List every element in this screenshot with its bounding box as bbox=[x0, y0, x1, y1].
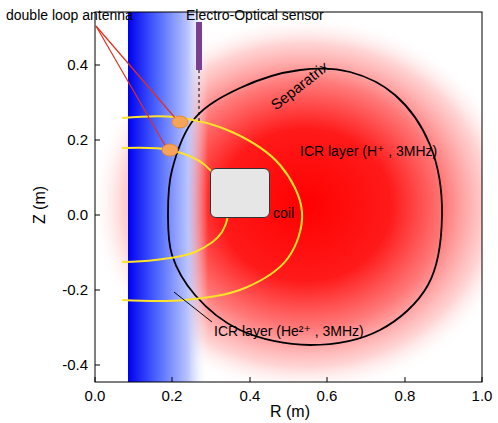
tick-label: -0.4 bbox=[62, 357, 88, 374]
antenna-leader bbox=[96, 26, 176, 119]
tick bbox=[172, 377, 173, 382]
icr-layer-h bbox=[122, 116, 302, 301]
tick-label: 0.2 bbox=[162, 388, 183, 405]
callout-label: double loop antenna bbox=[6, 8, 133, 23]
tick-label: 0.8 bbox=[395, 388, 416, 405]
antenna-loop bbox=[162, 144, 178, 156]
sensor-line bbox=[199, 70, 200, 122]
axis-title: Z (m) bbox=[31, 186, 49, 224]
tick bbox=[250, 377, 251, 382]
node-label: coil bbox=[273, 206, 294, 221]
tick bbox=[405, 377, 406, 382]
tick bbox=[95, 290, 100, 291]
sensor-probe bbox=[196, 22, 202, 70]
callout-label: Electro-Optical sensor bbox=[186, 8, 324, 23]
layer-label: ICR layer (H⁺ , 3MHz) bbox=[300, 144, 437, 159]
tick-label: 1.0 bbox=[472, 388, 493, 405]
tick-label: 0.4 bbox=[240, 388, 261, 405]
plot-frame bbox=[95, 12, 482, 382]
tick-label: 0.0 bbox=[67, 207, 88, 224]
coil-box: coil bbox=[210, 168, 270, 218]
axis-title: R (m) bbox=[270, 403, 310, 421]
tick bbox=[95, 365, 100, 366]
tick bbox=[95, 65, 100, 66]
tick-label: 0.6 bbox=[317, 388, 338, 405]
antenna-loop bbox=[172, 116, 188, 128]
tick-label: 0.2 bbox=[67, 132, 88, 149]
tick bbox=[327, 377, 328, 382]
antenna-leader bbox=[96, 26, 166, 147]
tick bbox=[95, 140, 100, 141]
layer-label: ICR layer (He²⁺ , 3MHz) bbox=[214, 324, 364, 339]
colormap bbox=[95, 12, 482, 382]
leader-line bbox=[174, 292, 212, 322]
tick-label: 0.0 bbox=[85, 388, 106, 405]
tick bbox=[95, 215, 100, 216]
separatrix-curve bbox=[168, 69, 442, 345]
tick-label: 0.4 bbox=[67, 57, 88, 74]
tick-label: -0.2 bbox=[62, 282, 88, 299]
